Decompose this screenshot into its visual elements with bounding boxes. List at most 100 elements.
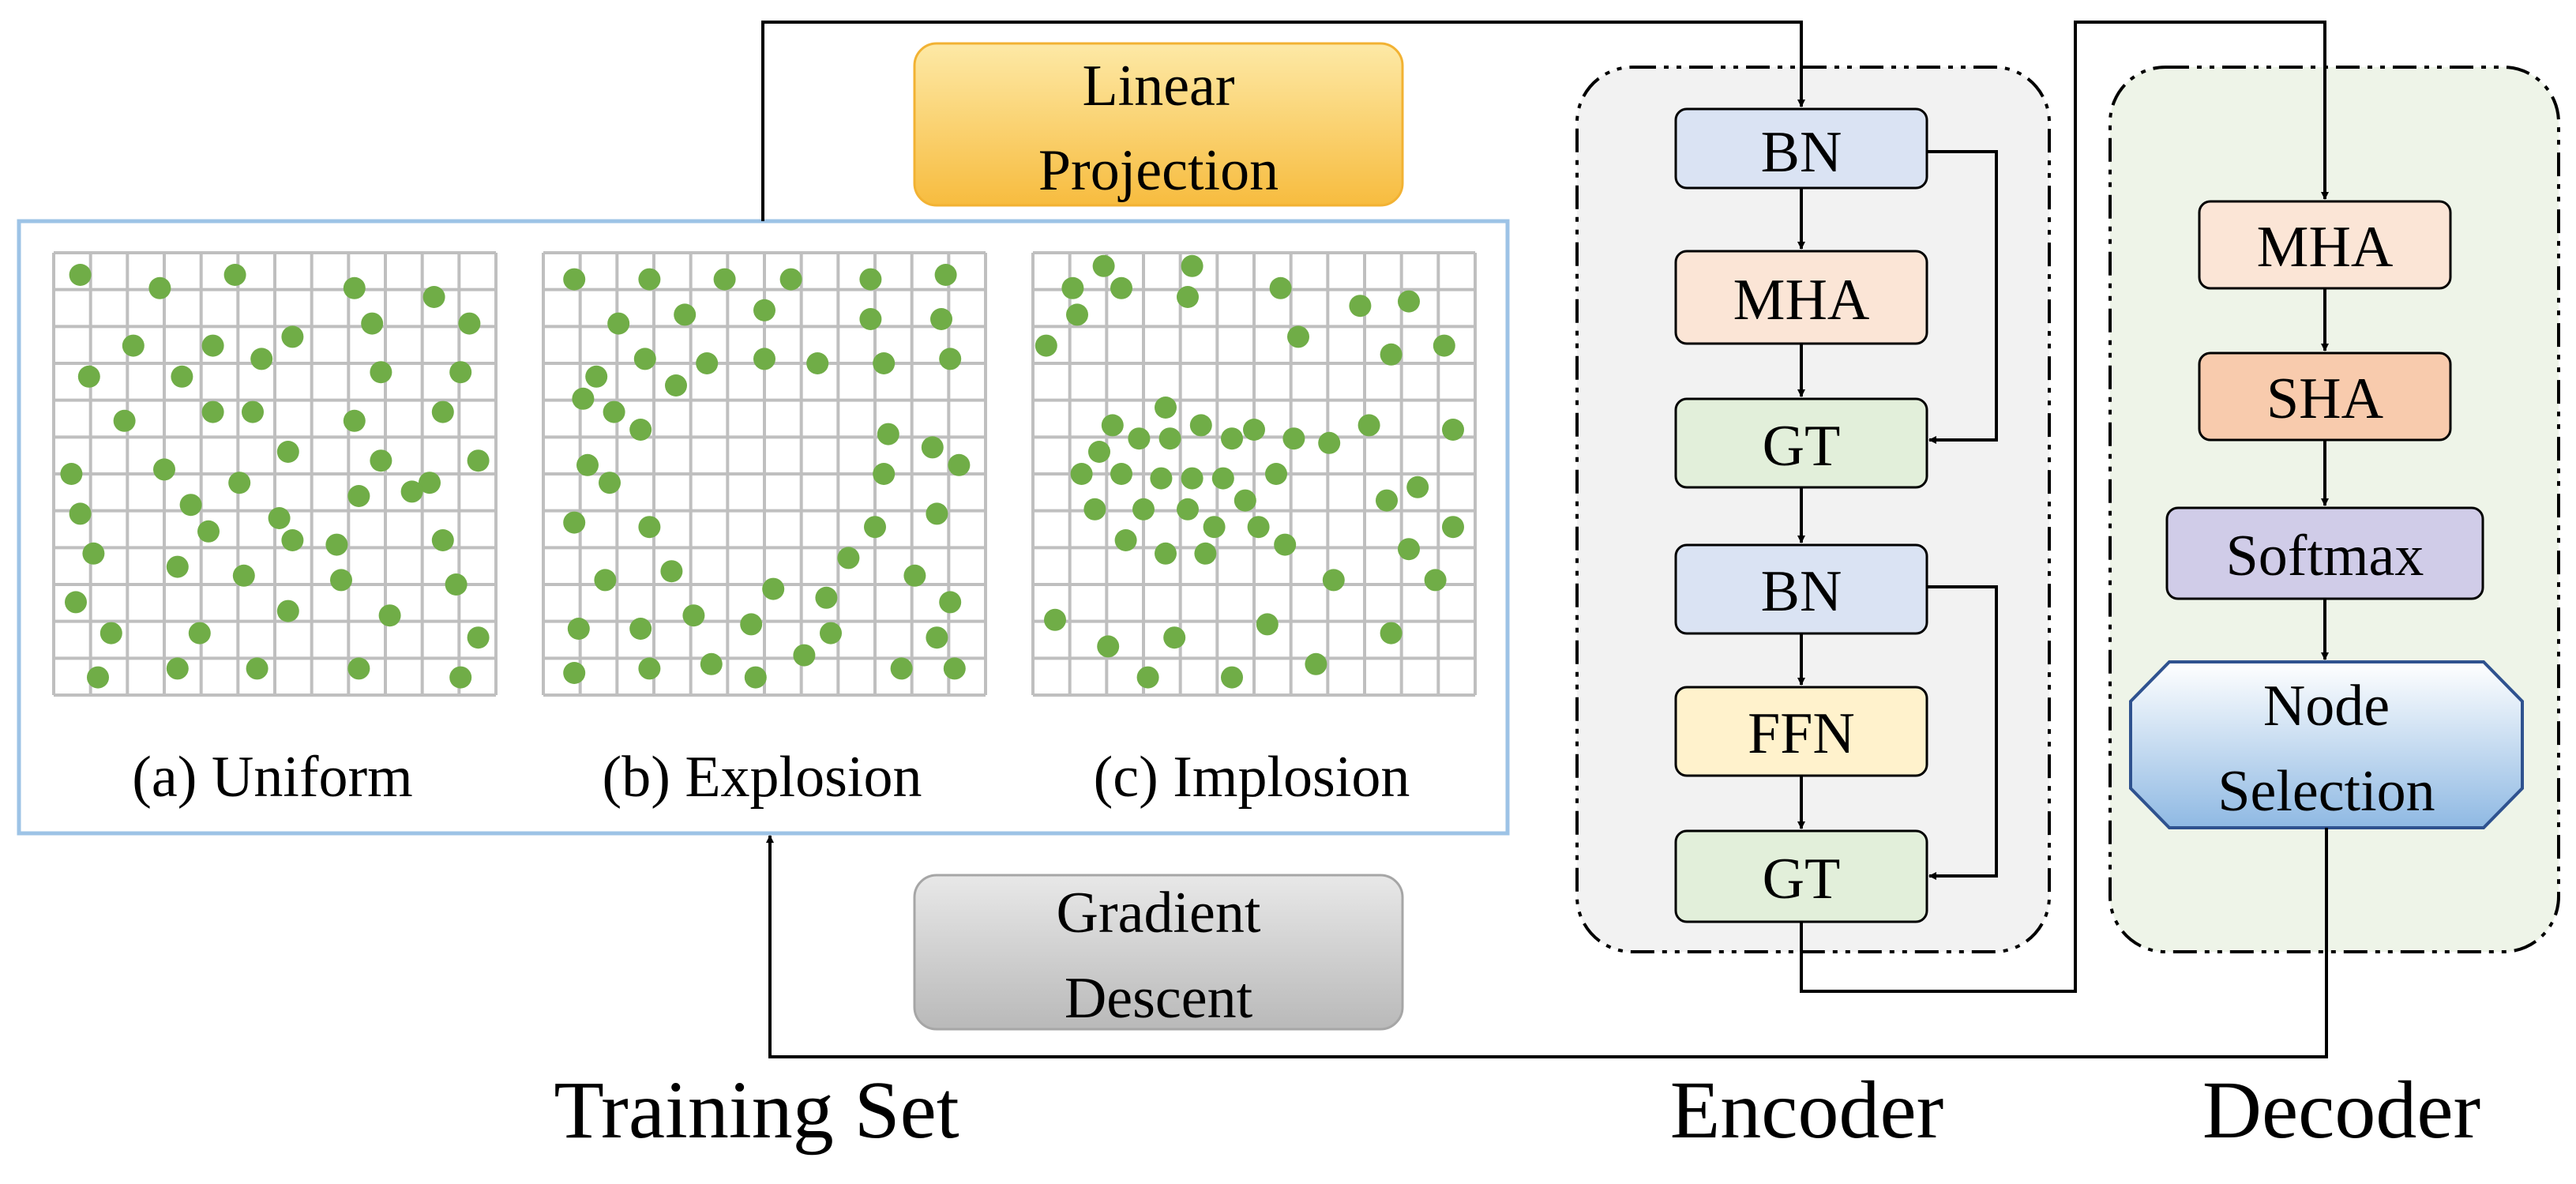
node-dot: [877, 423, 899, 445]
node-dot: [1061, 276, 1084, 299]
node-dot: [1376, 489, 1398, 512]
node-dot: [82, 542, 105, 565]
node-dot: [793, 644, 816, 667]
svg-text:Softmax: Softmax: [2226, 524, 2424, 588]
decoder-block-softmax: Softmax: [2165, 506, 2484, 600]
svg-text:BN: BN: [1761, 120, 1842, 185]
node-dot: [1044, 608, 1066, 631]
node-dot: [1083, 498, 1106, 521]
node-dot: [467, 449, 490, 472]
arrow-feedback-to-training: [766, 828, 2328, 1058]
node-dot: [1269, 276, 1292, 299]
node-dot: [1221, 666, 1243, 689]
node-dot: [779, 268, 802, 291]
node-dot: [859, 268, 882, 291]
node-dot: [449, 666, 472, 689]
node-dot: [603, 400, 625, 423]
node-dot: [268, 507, 291, 529]
node-dot: [400, 480, 423, 503]
implosion-label: (c) Implosion: [1094, 745, 1410, 810]
node-dot: [939, 348, 962, 370]
arrow-encoder-to-decoder: [1800, 21, 2329, 993]
node-dot: [232, 564, 255, 587]
node-dot: [370, 361, 392, 384]
svg-text:SHA: SHA: [2266, 366, 2383, 431]
node-dot: [1380, 343, 1403, 366]
node-dot: [378, 604, 401, 627]
panel-implosion: [1031, 251, 1477, 697]
node-dot: [467, 626, 490, 649]
node-dot: [753, 348, 775, 370]
decoder-block-sha: SHA: [2198, 351, 2452, 442]
encoder-block-bn-1: BN: [1674, 107, 1928, 190]
encoder-block-ffn: FFN: [1674, 686, 1928, 777]
node-dot: [1101, 414, 1124, 437]
node-dot: [903, 564, 926, 587]
node-dot: [638, 657, 661, 680]
node-dot: [753, 299, 775, 321]
node-dot: [1256, 613, 1279, 636]
node-dot: [1181, 467, 1204, 490]
node-dot: [1181, 254, 1204, 277]
node-dot: [330, 569, 352, 592]
node-dot: [700, 652, 723, 675]
node-dot: [762, 577, 785, 600]
node-dot: [1433, 334, 1455, 357]
node-dot: [1177, 498, 1199, 521]
node-dot: [1163, 626, 1186, 649]
node-dot: [246, 657, 268, 680]
node-dot: [60, 463, 83, 485]
node-dot: [1070, 463, 1093, 485]
node-dot: [1066, 303, 1088, 326]
node-dot: [806, 352, 829, 374]
node-dot: [276, 600, 299, 622]
node-dot: [815, 586, 838, 609]
node-dot: [276, 441, 299, 463]
node-dot: [458, 312, 481, 335]
node-dot: [250, 348, 273, 370]
connectors: [761, 21, 2329, 1058]
decoder-title: Decoder: [2202, 1065, 2480, 1156]
node-dot: [1424, 569, 1447, 592]
node-dot: [1243, 419, 1265, 441]
node-dot: [943, 657, 966, 680]
encoder-block-bn-2: BN: [1674, 543, 1928, 635]
node-dot: [1305, 652, 1327, 675]
node-dot: [890, 657, 913, 680]
node-dot: [343, 276, 366, 299]
encoder-block-mha: MHA: [1674, 250, 1928, 345]
node-dot: [1398, 538, 1420, 561]
node-dot: [1132, 498, 1155, 521]
node-dot: [585, 365, 608, 388]
node-dot: [69, 264, 92, 286]
node-dot: [201, 334, 224, 357]
svg-text:FFN: FFN: [1748, 701, 1855, 766]
node-dot: [696, 352, 719, 374]
node-dot: [242, 400, 264, 423]
uniform-label: (a) Uniform: [132, 745, 412, 810]
encoder-container: [1575, 66, 2051, 953]
node-dot: [594, 569, 617, 592]
node-dot: [837, 547, 860, 569]
node-dot: [563, 662, 586, 684]
node-dot: [939, 591, 962, 614]
node-dot: [65, 591, 87, 614]
node-dot: [1398, 290, 1420, 313]
node-dot: [926, 626, 948, 649]
node-dot: [370, 449, 392, 472]
gradient-descent-box: [913, 874, 1404, 1031]
residual-2: [1927, 585, 1998, 880]
node-dot: [873, 352, 896, 374]
node-dot: [1189, 414, 1212, 437]
node-dot: [740, 613, 763, 636]
node-dot: [864, 516, 886, 539]
node-selection-box: Node Selection: [2129, 660, 2524, 829]
node-dot: [1150, 467, 1173, 490]
svg-text:GT: GT: [1763, 414, 1841, 479]
node-dot: [77, 365, 100, 388]
node-dot: [431, 400, 454, 423]
node-dot: [1221, 427, 1243, 450]
node-selection-line1: Node: [2263, 674, 2390, 739]
node-dot: [1110, 463, 1132, 485]
node-dot: [343, 409, 366, 432]
